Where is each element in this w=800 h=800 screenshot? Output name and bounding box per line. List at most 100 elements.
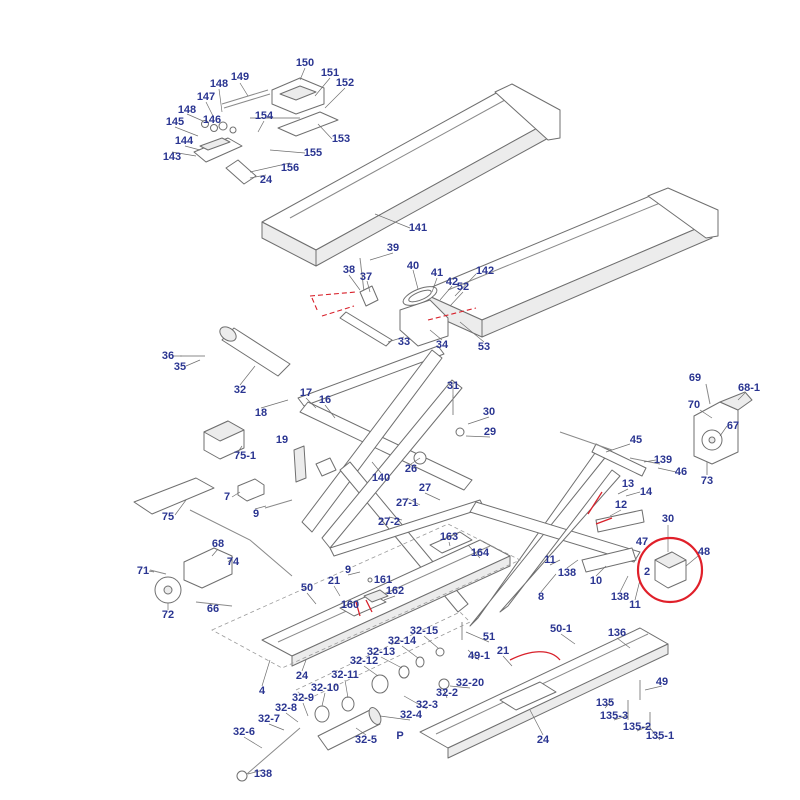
arm-inner-b (301, 349, 443, 533)
part-number-label: 140 (372, 472, 390, 484)
part-number-label: 32-2 (436, 687, 458, 699)
part-number-label: 8 (538, 591, 544, 603)
handle-156 (225, 159, 257, 185)
part-number-label: 46 (675, 466, 687, 478)
part-number-label: 66 (207, 603, 219, 615)
inset-leaders (171, 67, 346, 179)
leader-141 (374, 213, 411, 229)
leader-142 (454, 273, 477, 297)
part-number-label: 153 (332, 133, 350, 145)
part-number-label: 74 (227, 556, 240, 568)
part-number-label: 32-10 (311, 682, 339, 694)
hose-highlight (509, 651, 561, 661)
part-number-label: 32-12 (350, 655, 378, 667)
part-number-label: 24 (537, 734, 550, 746)
part-number-label: 135-2 (623, 721, 651, 733)
base-frame-50-1 (419, 622, 669, 759)
cylinder-32-5-end (368, 707, 382, 725)
washer-146 (210, 124, 218, 132)
washer-145 (201, 120, 209, 128)
part-number-label: 152 (336, 77, 354, 89)
part-number-label: 138 (558, 567, 576, 579)
wheel-67-hub (708, 436, 716, 444)
rod-4 (189, 509, 293, 577)
part-number-label: 162 (386, 585, 404, 597)
part-number-label: 51 (483, 631, 495, 643)
cylinder-leaders (173, 355, 256, 386)
base-frame-50-side (291, 555, 511, 667)
ring-32-13 (398, 665, 410, 679)
part-number-label: 32-7 (258, 713, 280, 725)
safety-lock-parts (309, 252, 485, 347)
top-cross-right (591, 443, 647, 477)
bracket-68 (183, 547, 233, 589)
roller-12 (595, 509, 645, 533)
part-number-label: 36 (162, 350, 174, 362)
callout-circle (636, 536, 704, 604)
part-number-label: 21 (328, 575, 340, 587)
part-number-label: P (396, 730, 403, 742)
cylinder-outline (295, 611, 471, 701)
part-number-label: 14 (640, 486, 653, 498)
part-number-label: 4 (259, 685, 266, 697)
block-7 (237, 478, 265, 502)
bar-33 (339, 311, 393, 347)
eye-138 (236, 770, 248, 782)
ring-32-12 (371, 674, 389, 694)
part-number-label: 29 (484, 426, 496, 438)
part-number-label: 68-1 (738, 382, 760, 394)
part-number-label: 32-4 (400, 709, 423, 721)
lock-leaders (348, 252, 485, 343)
bolt-71 (149, 569, 167, 575)
rod-32-6 (239, 727, 301, 781)
highlighted-block-2 (636, 525, 704, 604)
part-number-label: 32-13 (367, 646, 395, 658)
part-number-label: 32-14 (388, 635, 417, 647)
base-50-1-leaders (465, 631, 663, 741)
part-number-label: 71 (137, 565, 149, 577)
part-number-label: 148 (210, 78, 228, 90)
part-number-label: 32-6 (233, 726, 255, 738)
part-number-label: 32-15 (410, 625, 438, 637)
part-number-label: 2 (644, 566, 650, 578)
part-number-label: 17 (300, 387, 312, 399)
part-number-label: 161 (374, 574, 392, 586)
part-number-label: 75 (162, 511, 174, 523)
part-number-label: 50 (301, 582, 313, 594)
part-number-label: 48 (698, 546, 710, 558)
runway-left-top (261, 91, 553, 251)
ring-32-20 (438, 678, 450, 690)
part-number-label: 52 (457, 281, 469, 293)
cylinder-stack-leaders (243, 635, 471, 775)
caster-bracket-67 (693, 383, 753, 475)
box-75-1-top (203, 420, 245, 442)
runway-left (261, 83, 561, 267)
rod-149-b (223, 93, 271, 109)
part-number-label: 32-8 (275, 702, 297, 714)
runway-right-top (419, 195, 713, 321)
runway-left-end (261, 221, 317, 267)
part-number-label: 32-3 (416, 699, 438, 711)
arm-right-b (469, 501, 641, 563)
runway-left-rail (289, 99, 506, 219)
pin-139 (629, 457, 661, 465)
part-number-label: 73 (701, 475, 713, 487)
valve-highlight (355, 599, 373, 617)
top-cross-member-16 (297, 345, 445, 407)
left-scissor-assembly (260, 345, 491, 613)
part-number-label: 16 (319, 394, 331, 406)
arm-outer-b (321, 379, 463, 549)
part-number-label: 32-11 (331, 669, 359, 681)
bar-75 (133, 477, 215, 515)
part-number-label: 49 (656, 676, 668, 688)
ring-32-11 (341, 696, 355, 712)
bracket-150-face (279, 85, 317, 101)
part-number-label: 141 (409, 222, 427, 234)
part-number-label: 135 (596, 697, 614, 709)
part-number-label: 138 (254, 768, 272, 780)
bracket-68-1 (719, 391, 753, 411)
part-number-label: 45 (630, 434, 642, 446)
base-frame-50-1-side (447, 643, 669, 759)
